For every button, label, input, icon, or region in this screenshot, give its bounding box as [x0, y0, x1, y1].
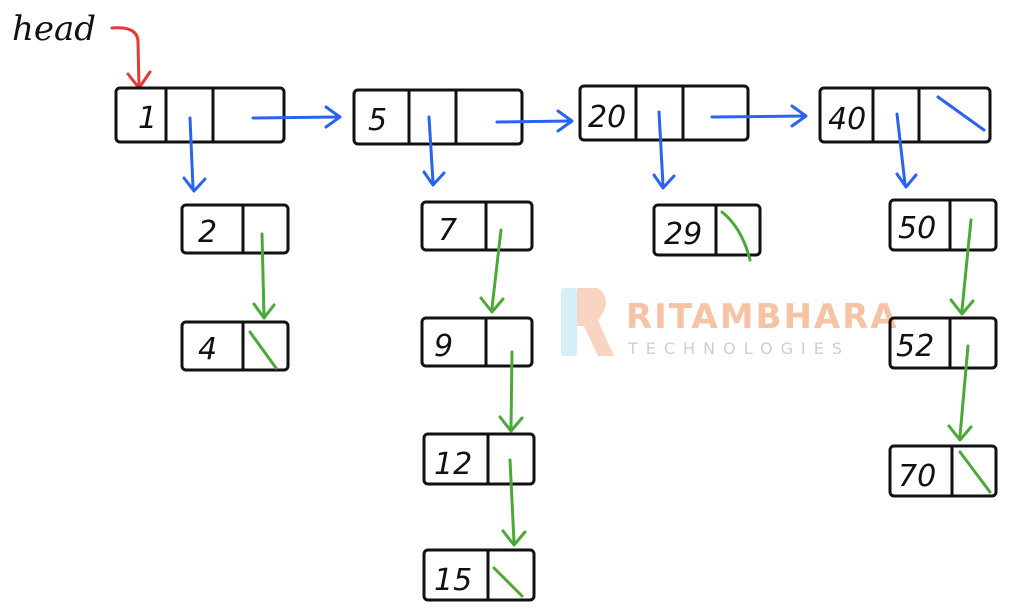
watermark: RITAMBHARA TECHNOLOGIES — [561, 288, 899, 358]
child-node-value: 70 — [898, 459, 936, 494]
child-node-2: 2 — [180, 203, 290, 255]
child-node-value: 7 — [438, 213, 457, 248]
child-node-70: 70 — [888, 444, 998, 498]
null-pointer-mark — [958, 450, 992, 494]
top-node-1: 1 — [114, 86, 286, 144]
null-pointer-mark — [248, 330, 278, 370]
child-node-4: 4 — [180, 320, 290, 372]
right-pointer-arrows — [251, 104, 808, 133]
watermark-logo-icon — [561, 288, 577, 356]
head-pointer-arrow — [110, 26, 141, 88]
top-node-40: 40 — [818, 86, 992, 144]
child-node-9: 9 — [420, 316, 534, 368]
top-node-value: 1 — [138, 101, 157, 136]
null-pointer-mark — [492, 566, 524, 598]
child-node-15: 15 — [422, 548, 536, 602]
child-node-value: 2 — [198, 215, 217, 250]
watermark-logo-shape — [577, 288, 614, 356]
top-node-value: 5 — [368, 103, 387, 138]
null-pointer-mark — [720, 210, 752, 262]
child-node-value: 50 — [898, 211, 936, 246]
child-pointer-arrows — [252, 218, 975, 547]
child-node-value: 15 — [434, 563, 472, 598]
head-label: head — [12, 9, 96, 49]
child-node-value: 12 — [434, 447, 472, 482]
top-node-value: 20 — [588, 100, 626, 135]
child-node-value: 52 — [896, 329, 934, 364]
watermark-title: RITAMBHARA — [626, 297, 899, 337]
child-node-52: 52 — [888, 316, 998, 370]
child-node-value: 29 — [664, 217, 702, 252]
child-node-7: 7 — [420, 200, 534, 252]
child-node-12: 12 — [422, 432, 536, 486]
child-node-value: 9 — [434, 329, 453, 364]
null-pointer-mark — [936, 95, 986, 132]
child-node-29: 29 — [652, 203, 762, 262]
down-pointer-arrows — [182, 110, 918, 193]
watermark-subtitle: TECHNOLOGIES — [627, 339, 850, 358]
child-node-50: 50 — [888, 198, 998, 252]
top-node-value: 40 — [828, 102, 866, 137]
top-node-20: 20 — [578, 84, 750, 142]
child-node-value: 4 — [198, 332, 217, 367]
top-node-5: 5 — [352, 88, 524, 146]
